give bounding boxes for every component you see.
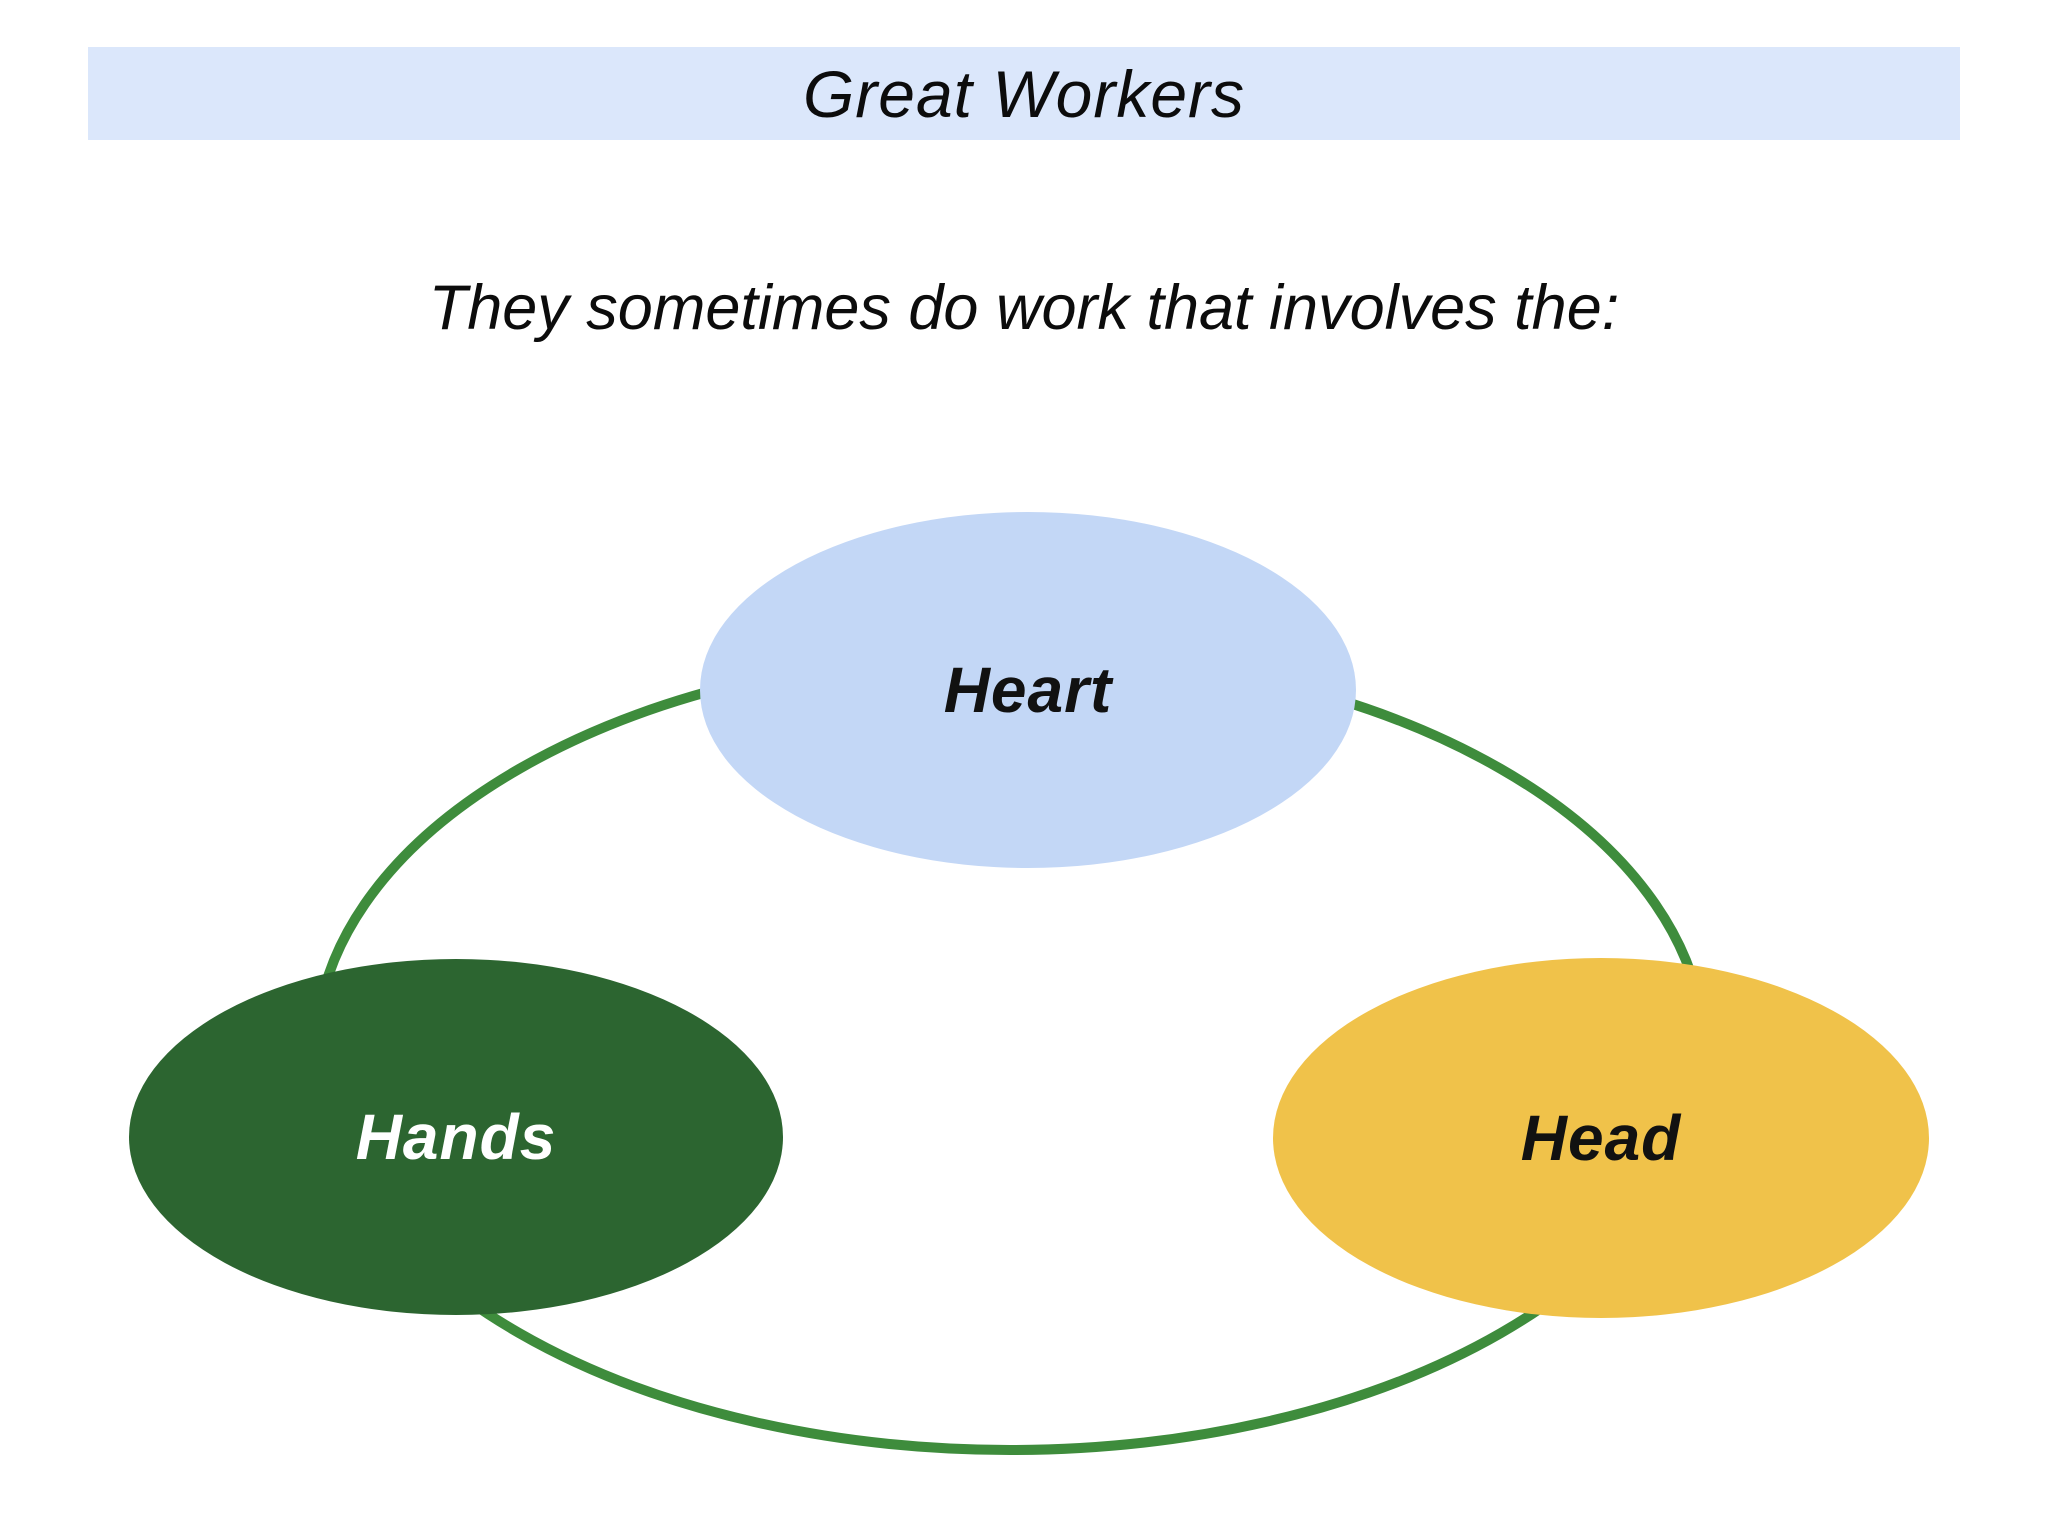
subtitle-text: They sometimes do work that involves the… xyxy=(428,273,1620,343)
heart-label: Heart xyxy=(944,654,1114,726)
heart-label-text: Heart xyxy=(944,654,1114,726)
hands-ellipse xyxy=(129,959,783,1315)
title-banner: Great Workers xyxy=(88,47,1960,140)
head-label-text: Head xyxy=(1521,1102,1682,1174)
head-ellipse xyxy=(1273,958,1929,1318)
page-title: Great Workers xyxy=(802,56,1246,131)
hands-label: Hands xyxy=(356,1101,557,1173)
head-label: Head xyxy=(1521,1102,1682,1174)
hands-label-text: Hands xyxy=(356,1101,557,1173)
heart-ellipse xyxy=(700,512,1356,868)
